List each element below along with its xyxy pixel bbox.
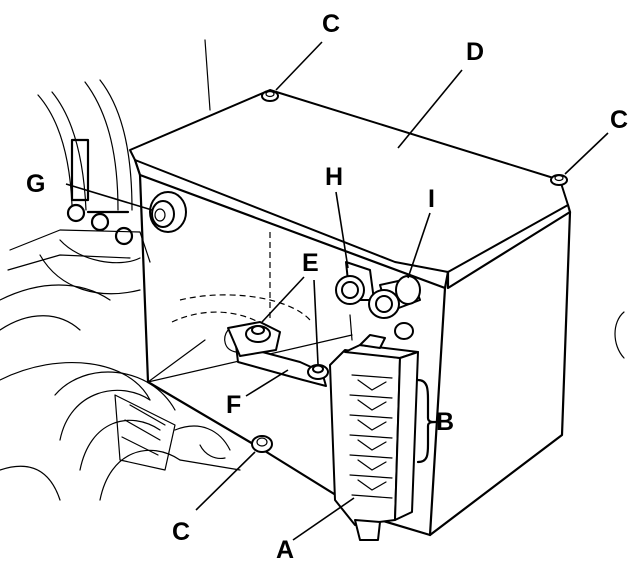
- gland-h: [335, 261, 375, 305]
- leader-lines: [65, 41, 609, 541]
- label-b: B: [436, 408, 454, 436]
- label-c-top: C: [322, 10, 340, 38]
- label-i: I: [428, 185, 435, 213]
- label-a: A: [276, 536, 294, 564]
- enclosure-box: [129, 89, 572, 537]
- fuse-holder-a: [329, 334, 419, 541]
- grommet-g: [149, 191, 187, 233]
- bracket-b: [416, 378, 438, 464]
- label-f: F: [226, 391, 241, 419]
- label-d: D: [466, 38, 484, 66]
- terminal-bar-f: [224, 321, 329, 387]
- engine-background: [0, 39, 241, 501]
- corner-bolt-bottom: [251, 435, 273, 453]
- background-fragment: [614, 311, 625, 359]
- small-nut: [394, 322, 414, 340]
- label-h: H: [325, 163, 343, 191]
- gland-i: [368, 275, 421, 319]
- label-g: G: [26, 170, 45, 198]
- corner-bolt-top: [261, 90, 279, 102]
- label-e: E: [302, 249, 319, 277]
- label-c-bottom: C: [172, 518, 190, 546]
- corner-bolt-right: [550, 174, 568, 186]
- label-c-right: C: [610, 106, 628, 134]
